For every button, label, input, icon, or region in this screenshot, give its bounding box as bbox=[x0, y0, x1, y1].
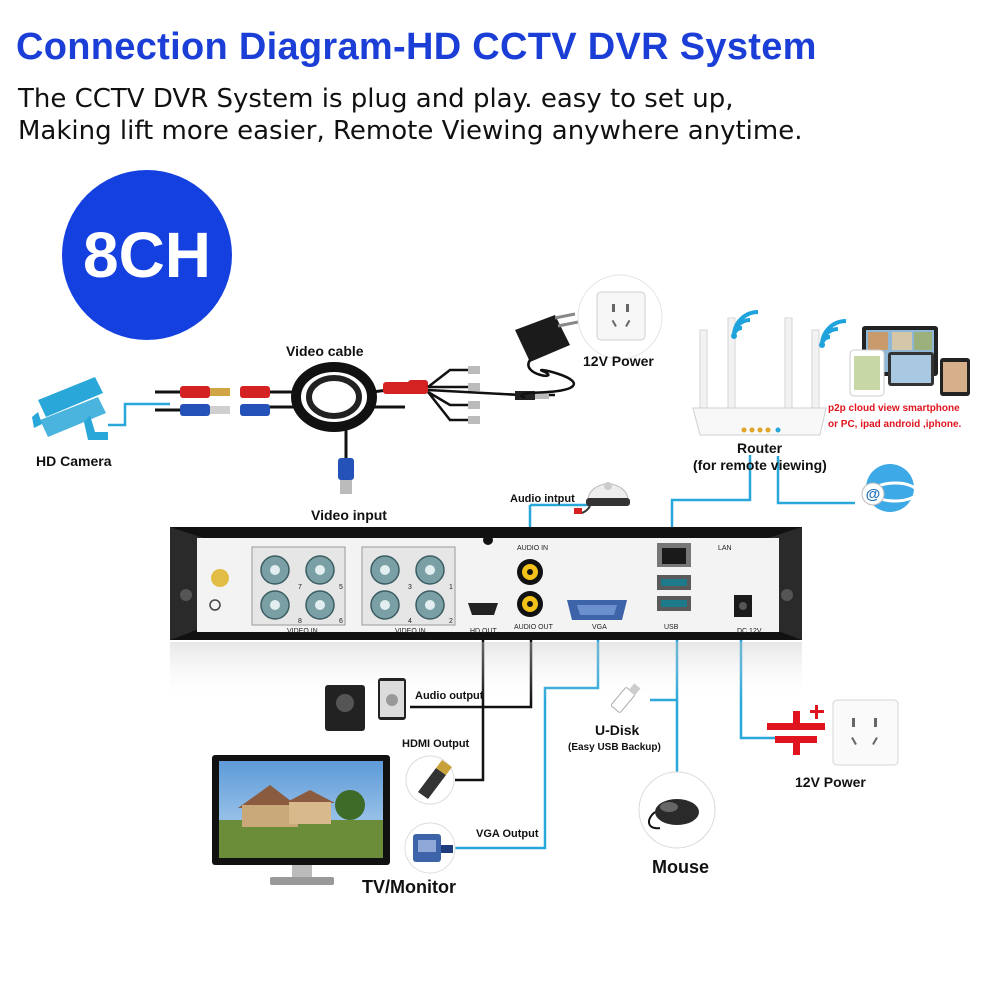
vga-output-label: VGA Output bbox=[476, 828, 539, 840]
tv-monitor-label: TV/Monitor bbox=[362, 877, 456, 897]
power-adapter-icon bbox=[515, 312, 579, 400]
hdmi-connector-icon bbox=[405, 755, 455, 805]
svg-text:@: @ bbox=[866, 486, 881, 503]
internet-cable bbox=[776, 456, 855, 505]
vga-port bbox=[567, 600, 627, 620]
right-connectors bbox=[383, 366, 555, 424]
remote-devices-icon bbox=[849, 326, 970, 397]
wall-socket-bottom bbox=[832, 699, 899, 766]
power-bottom-label: 12V Power bbox=[795, 774, 866, 790]
u-disk-label: U-Disk bbox=[595, 722, 640, 738]
speakers-icon bbox=[325, 678, 406, 731]
video-in-a-label: VIDEO IN bbox=[287, 628, 318, 635]
router-sub-label: (for remote viewing) bbox=[693, 457, 827, 473]
lan-usb-ports bbox=[657, 543, 691, 611]
channel-number: 8 bbox=[298, 618, 302, 625]
hd-out-label: HD OUT bbox=[470, 628, 497, 635]
video-input-connector bbox=[338, 458, 354, 494]
channel-number: 4 bbox=[408, 618, 412, 625]
subtitle-line-1: The CCTV DVR System is plug and play. ea… bbox=[18, 84, 734, 114]
channel-number: 1 bbox=[449, 584, 453, 591]
channel-number: 5 bbox=[339, 584, 343, 591]
channel-number: 2 bbox=[449, 618, 453, 625]
page-title: Connection Diagram-HD CCTV DVR System bbox=[16, 26, 817, 68]
vga-connector-icon bbox=[404, 822, 456, 874]
dvr-reflection bbox=[170, 642, 802, 702]
vga-label: VGA bbox=[592, 624, 607, 631]
audio-out-label: AUDIO OUT bbox=[514, 624, 553, 631]
video-cable-label: Video cable bbox=[286, 343, 364, 359]
internet-globe-icon: @ bbox=[861, 464, 919, 512]
bnc-sockets bbox=[260, 555, 445, 620]
mouse-icon bbox=[638, 771, 716, 849]
camera-icon bbox=[32, 377, 108, 440]
p2p-label-line-2: or PC, ipad android ,iphone. bbox=[828, 419, 962, 430]
audio-input-label: Audio intput bbox=[510, 493, 575, 505]
p2p-label-line-1: p2p cloud view smartphone bbox=[828, 403, 960, 414]
video-cable-coil bbox=[260, 362, 406, 460]
audio-output-label: Audio output bbox=[415, 690, 484, 702]
left-connectors bbox=[155, 386, 270, 416]
dc-port bbox=[734, 595, 752, 617]
lan-cable bbox=[670, 455, 752, 545]
dc-label: DC 12V bbox=[737, 628, 762, 635]
mouse-label: Mouse bbox=[652, 857, 710, 877]
audio-in-label: AUDIO IN bbox=[517, 545, 549, 552]
usb-label: USB bbox=[664, 624, 679, 631]
router-icon bbox=[692, 317, 827, 436]
microphone-icon bbox=[574, 482, 630, 514]
channel-number: 6 bbox=[339, 618, 343, 625]
wall-socket-top bbox=[577, 274, 663, 360]
hd-camera-label: HD Camera bbox=[36, 453, 112, 469]
hdmi-port bbox=[468, 603, 498, 615]
channel-number: 7 bbox=[298, 584, 302, 591]
lan-label: LAN bbox=[718, 545, 732, 552]
video-in-b-label: VIDEO IN bbox=[395, 628, 426, 635]
channel-number: 3 bbox=[408, 584, 412, 591]
u-disk-sub-label: (Easy USB Backup) bbox=[568, 742, 661, 753]
hdmi-output-label: HDMI Output bbox=[402, 738, 470, 750]
power-plug-icon bbox=[767, 705, 825, 755]
subtitle-line-2: Making lift more easier, Remote Viewing … bbox=[18, 116, 803, 146]
video-input-label: Video input bbox=[311, 507, 387, 523]
channel-badge: 8CH bbox=[62, 170, 232, 340]
monitor-icon bbox=[212, 755, 390, 885]
router-label: Router bbox=[737, 440, 783, 456]
audio-ports bbox=[517, 559, 543, 617]
camera-lead bbox=[108, 402, 170, 427]
power-top-label: 12V Power bbox=[583, 353, 654, 369]
usb-disk-icon bbox=[611, 683, 641, 713]
dvr-unit bbox=[170, 527, 802, 640]
